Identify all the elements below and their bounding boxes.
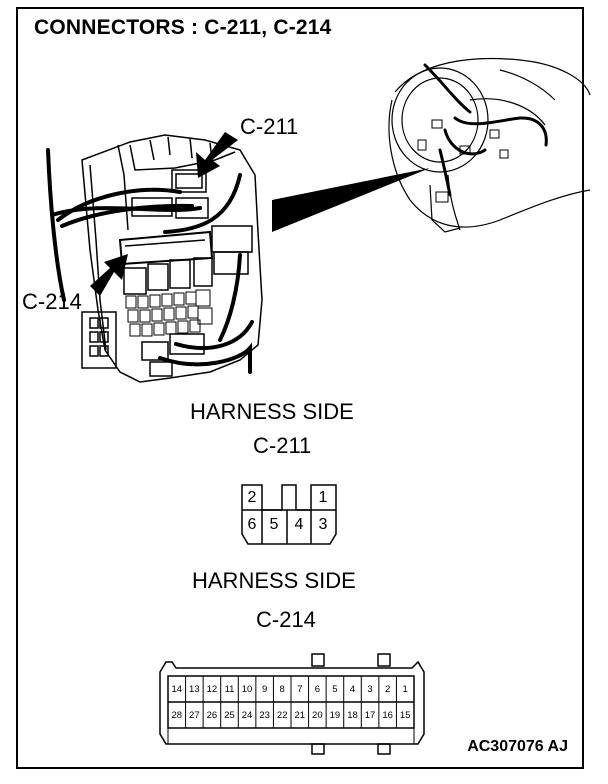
c214-pin-1: 1 (402, 683, 408, 695)
c211-pin-2: 2 (247, 489, 257, 506)
c211-connector-on-block (171, 169, 207, 193)
c214-pin-20: 20 (312, 709, 323, 721)
c214-pin-2: 2 (384, 683, 391, 695)
c214-connector-face (159, 653, 425, 755)
c214-name: C-214 (256, 607, 316, 632)
callout-c211: C-211 (240, 114, 299, 139)
c214-pin-15: 15 (399, 709, 411, 721)
c214-pin-21: 21 (294, 709, 306, 721)
c214-pin-17: 17 (364, 709, 376, 721)
c214-pin-11: 11 (224, 683, 235, 695)
c214-connector-on-block (118, 230, 214, 266)
c214-pin-8: 8 (279, 683, 285, 695)
c211-connector-face (241, 484, 337, 545)
c214-pin-25: 25 (224, 709, 235, 721)
c214-pin-26: 26 (206, 709, 218, 721)
c211-pin-4: 4 (294, 516, 304, 533)
c214-pin-22: 22 (276, 709, 288, 721)
diagram-frame (16, 7, 584, 769)
figure-id: AC307076 AJ (467, 738, 568, 755)
c214-pin-23: 23 (259, 709, 270, 721)
c214-pin-3: 3 (367, 683, 373, 695)
c214-pin-10: 10 (241, 683, 253, 695)
c214-pin-9: 9 (261, 683, 268, 695)
c214-pin-6: 6 (314, 683, 320, 695)
c214-pin-28: 28 (171, 709, 183, 721)
c214-pin-7: 7 (297, 683, 303, 695)
c211-name: C-211 (253, 433, 312, 458)
c214-pin-18: 18 (347, 709, 358, 721)
c214-pin-14: 14 (171, 683, 183, 695)
c211-arrow (196, 132, 238, 178)
steering-wheel (391, 67, 489, 173)
harness-wire (46, 148, 66, 302)
c211-pin-1: 1 (318, 489, 328, 506)
page-title: CONNECTORS : C-211, C-214 (34, 16, 332, 39)
c214-pin-4: 4 (349, 683, 356, 695)
c214-arrow (90, 254, 128, 296)
c211-pin-6: 6 (247, 516, 257, 533)
c214-pin-5: 5 (332, 683, 338, 695)
c211-heading: HARNESS SIDE (190, 399, 354, 424)
c214-pin-27: 27 (189, 709, 200, 721)
c214-pin-13: 13 (189, 683, 200, 695)
c214-heading: HARNESS SIDE (192, 568, 356, 593)
c214-pin-24: 24 (241, 709, 253, 721)
c214-pin-19: 19 (329, 709, 341, 721)
location-pointer (272, 168, 430, 232)
c211-pin-3: 3 (318, 516, 328, 533)
c214-pin-12: 12 (206, 683, 218, 695)
c211-pin-5: 5 (269, 516, 279, 533)
c214-pin-16: 16 (382, 709, 393, 721)
callout-c214: C-214 (22, 289, 82, 314)
left-side-connector (81, 311, 117, 369)
